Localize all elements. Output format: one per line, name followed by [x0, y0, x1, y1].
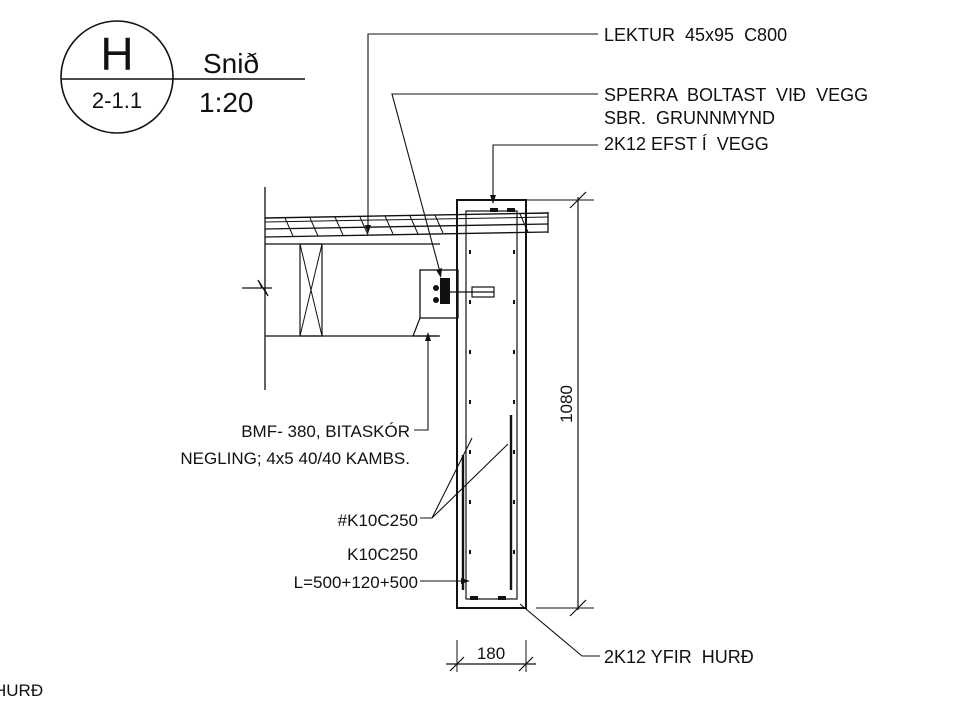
label-stirrup-line1: K10C250 [347, 545, 418, 564]
leader-lines [365, 33, 600, 657]
concrete-beam [456, 199, 527, 609]
joist-hanger [419, 269, 459, 319]
title-block: H 2-1.1 Snið 1:20 [60, 20, 305, 134]
section-letter: H [100, 28, 133, 80]
sheet-reference: 2-1.1 [92, 88, 142, 113]
label-mesh: #K10C250 [338, 511, 418, 530]
section-bubble [60, 20, 174, 134]
label-hanger-line2: NEGLING; 4x5 40/40 KAMBS. [180, 449, 410, 468]
height-dimension: 1080 [526, 191, 594, 617]
width-dimension: 180 [446, 640, 536, 672]
label-sperra-line2: SBR. GRUNNMYND [604, 108, 775, 128]
label-top-rebar: 2K12 EFST Í VEGG [604, 134, 769, 154]
height-dimension-value: 1080 [557, 385, 576, 423]
width-dimension-value: 180 [477, 644, 505, 663]
label-cut-hurd: HURÐ [0, 681, 43, 700]
label-stirrup-line2: L=500+120+500 [294, 573, 418, 592]
label-hanger-line1: BMF- 380, BITASKÓR [241, 422, 410, 441]
view-name: Snið [203, 48, 259, 79]
drawing-scale: 1:20 [199, 87, 254, 118]
label-bottom-rebar: 2K12 YFIR HURÐ [604, 647, 754, 667]
roof-structure [242, 187, 549, 390]
label-lektur: LEKTUR 45x95 C800 [604, 25, 787, 45]
annotations: LEKTUR 45x95 C800 SPERRA BOLTAST VIÐ VEG… [0, 25, 868, 700]
label-sperra-line1: SPERRA BOLTAST VIÐ VEGG [604, 85, 868, 105]
